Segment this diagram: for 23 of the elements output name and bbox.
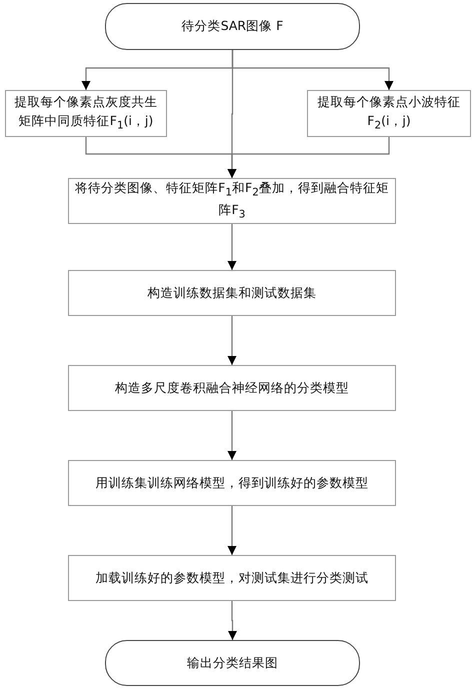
process-box [5,90,167,137]
process-box [68,365,396,411]
arrow [228,224,236,270]
step-text: 提取每个像素点灰度共生矩阵中同质特征F$_{1}$(i，j) [14,93,158,134]
process-box [68,270,396,316]
step-text: 用训练集训练网络模型，得到训练好的参数模型 [96,474,368,492]
arrow [228,411,236,460]
step-text: 待分类SAR图像 F [182,17,284,36]
arrow [228,316,236,365]
step-text: 构造训练数据集和测试数据集 [148,284,316,302]
step-text: 加载训练好的参数模型，对测试集进行分类测试 [96,568,368,587]
arrow [228,506,236,555]
terminal-box [105,3,360,50]
step-text: 构造多尺度卷积融合神经网络的分类模型 [115,378,349,397]
terminal-box [105,640,360,686]
process-box [307,90,471,137]
step-text: 输出分类结果图 [187,654,278,672]
process-box [68,555,396,601]
arrow [228,137,390,178]
arrow [228,601,237,640]
step-text: 提取每个像素点小波特征F$_{2}$(i，j) [316,93,462,134]
step-text: 将待分类图像、特征矩阵F$_{1}$和F$_{2}$叠加，得到融合特征矩阵F$_{3}$ [75,178,389,222]
process-box [68,460,396,506]
